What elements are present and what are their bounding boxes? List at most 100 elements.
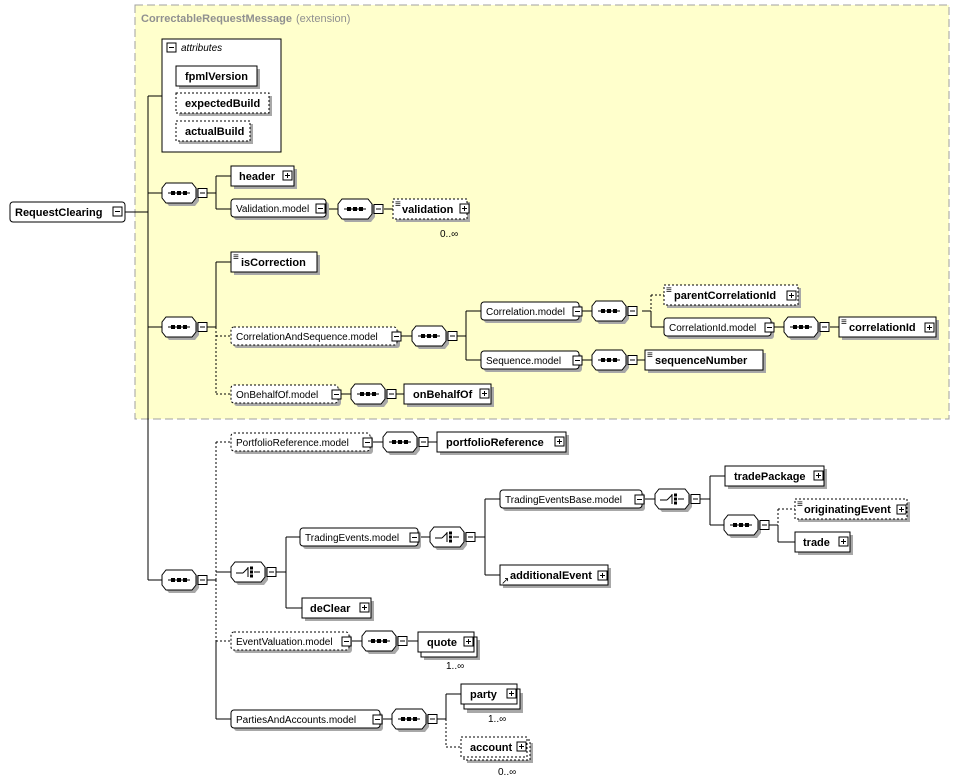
trading-events-model-label: TradingEvents.model: [305, 533, 399, 544]
collapse-icon[interactable]: [819, 322, 830, 332]
expand-icon[interactable]: [786, 290, 797, 301]
svg-text:CorrectableRequestMessage(exte: CorrectableRequestMessage(extension): [141, 13, 350, 25]
expand-icon[interactable]: [597, 570, 608, 581]
group-portfolio-reference-model[interactable]: PortfolioReference.model: [230, 432, 373, 454]
expand-icon[interactable]: [359, 602, 370, 613]
element-on-behalf-of[interactable]: onBehalfOf: [403, 383, 494, 407]
sequence-compositor-3[interactable]: [161, 569, 208, 593]
expand-icon[interactable]: [459, 203, 470, 214]
sequence-compositor-1[interactable]: [161, 182, 208, 206]
element-additional-event[interactable]: ↗ additionalEvent: [499, 564, 611, 588]
element-account[interactable]: account 0..∞: [460, 736, 533, 778]
sequence-compositor-on-behalf-of[interactable]: [350, 383, 397, 407]
element-originating-event[interactable]: ≡ originatingEvent: [794, 498, 910, 522]
validation-label: validation: [402, 204, 454, 216]
reference-arrow-icon: ↗: [501, 576, 509, 587]
root-element[interactable]: RequestClearing: [9, 201, 126, 223]
sequence-compositor-correlation-and-sequence[interactable]: [411, 325, 458, 349]
expand-icon[interactable]: [813, 470, 824, 481]
collapse-icon[interactable]: [197, 575, 208, 585]
extension-name: CorrectableRequestMessage: [141, 13, 292, 25]
collapse-icon[interactable]: [397, 636, 408, 646]
collapse-icon[interactable]: [465, 532, 476, 542]
group-correlation-and-sequence-model[interactable]: CorrelationAndSequence.model: [230, 326, 402, 348]
element-correlation-id[interactable]: ≡ correlationId: [838, 316, 939, 340]
expand-icon[interactable]: [838, 536, 849, 547]
collapse-icon[interactable]: [362, 437, 373, 448]
group-trading-events-model[interactable]: TradingEvents.model: [299, 527, 421, 549]
attr-actual-build[interactable]: actualBuild: [185, 126, 244, 138]
collapse-icon[interactable]: [341, 636, 352, 647]
attr-fpml-version[interactable]: fpmlVersion: [185, 71, 248, 83]
collapse-icon[interactable]: [331, 389, 342, 400]
collapse-icon[interactable]: [447, 331, 458, 341]
collapse-icon[interactable]: [427, 714, 438, 724]
collapse-icon[interactable]: [634, 494, 645, 505]
text-content-icon: ≡: [647, 350, 653, 361]
collapse-icon[interactable]: [764, 322, 775, 333]
group-parties-and-accounts-model[interactable]: PartiesAndAccounts.model: [230, 709, 383, 731]
correlation-model-label: Correlation.model: [486, 307, 565, 318]
group-sequence-model[interactable]: Sequence.model: [480, 350, 583, 372]
collapse-icon[interactable]: [409, 532, 420, 543]
sequence-compositor-parties-and-accounts[interactable]: [391, 708, 438, 732]
expand-icon[interactable]: [554, 436, 565, 447]
collapse-icon[interactable]: [386, 389, 397, 399]
collapse-icon[interactable]: [197, 322, 208, 332]
sequence-compositor-event-valuation[interactable]: [361, 630, 408, 654]
sequence-compositor-correlation[interactable]: [591, 300, 638, 324]
collapse-icon[interactable]: [418, 437, 429, 447]
element-quote[interactable]: quote 1..∞: [417, 631, 480, 672]
choice-compositor-trading-events[interactable]: [429, 526, 476, 550]
sequence-compositor-sequence[interactable]: [591, 349, 638, 373]
choice-compositor-1[interactable]: [230, 561, 277, 585]
group-on-behalf-of-model[interactable]: OnBehalfOf.model: [230, 384, 342, 406]
expand-icon[interactable]: [924, 322, 935, 333]
collapse-icon[interactable]: [372, 714, 383, 725]
group-trading-events-base-model[interactable]: TradingEventsBase.model: [499, 489, 645, 511]
collapse-icon[interactable]: [266, 567, 277, 577]
attributes-collapse-toggle[interactable]: [166, 42, 177, 53]
element-header[interactable]: header: [230, 165, 297, 189]
quote-cardinality: 1..∞: [446, 661, 464, 672]
choice-compositor-trading-events-base[interactable]: [654, 488, 701, 512]
additional-event-label: additionalEvent: [510, 570, 592, 582]
collapse-icon[interactable]: [690, 494, 701, 504]
sequence-compositor-2[interactable]: [161, 316, 208, 340]
expand-icon[interactable]: [463, 636, 474, 647]
collapse-icon[interactable]: [373, 204, 384, 214]
element-sequence-number[interactable]: ≡ sequenceNumber: [644, 349, 766, 373]
group-correlation-model[interactable]: Correlation.model: [480, 301, 583, 323]
expand-icon[interactable]: [506, 688, 517, 699]
group-correlation-id-model[interactable]: CorrelationId.model: [663, 317, 775, 339]
element-party[interactable]: party 1..∞: [460, 683, 523, 725]
expand-icon[interactable]: [896, 504, 907, 515]
collapse-icon[interactable]: [315, 203, 326, 214]
sequence-compositor-originating-event[interactable]: [723, 514, 770, 538]
element-is-correction[interactable]: ≡ isCorrection: [230, 251, 320, 275]
attr-expected-build[interactable]: expectedBuild: [185, 98, 260, 110]
element-parent-correlation-id[interactable]: ≡ parentCorrelationId: [663, 284, 801, 308]
collapse-icon[interactable]: [627, 306, 638, 316]
element-trade-package[interactable]: tradePackage: [724, 465, 827, 489]
sequence-compositor-validation[interactable]: [337, 198, 384, 222]
collapse-icon[interactable]: [572, 306, 583, 317]
expand-icon[interactable]: [516, 741, 527, 752]
sequence-compositor-correlation-id[interactable]: [783, 316, 830, 340]
element-validation[interactable]: validation ≡ 0..∞: [392, 198, 470, 240]
collapse-icon[interactable]: [759, 520, 770, 530]
group-validation-model[interactable]: Validation.model: [230, 198, 329, 220]
collapse-icon[interactable]: [391, 331, 402, 342]
collapse-icon[interactable]: [627, 355, 638, 365]
expand-icon[interactable]: [282, 170, 293, 181]
expand-icon[interactable]: [479, 388, 490, 399]
sequence-compositor-portfolio-reference[interactable]: [382, 431, 429, 455]
element-trade[interactable]: trade: [794, 531, 853, 555]
sequence-number-label: sequenceNumber: [655, 355, 748, 367]
portfolio-reference-model-label: PortfolioReference.model: [236, 438, 349, 449]
collapse-icon[interactable]: [572, 355, 583, 366]
element-de-clear[interactable]: deClear: [301, 597, 374, 621]
collapse-icon[interactable]: [197, 188, 208, 198]
group-event-valuation-model[interactable]: EventValuation.model: [230, 631, 352, 653]
element-portfolio-reference[interactable]: portfolioReference: [436, 431, 569, 455]
